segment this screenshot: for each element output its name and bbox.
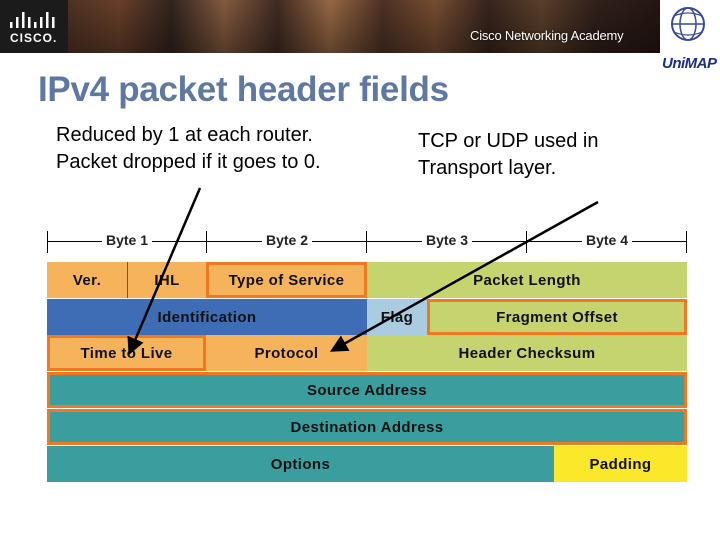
byte-2-label: Byte 2: [261, 232, 313, 248]
ruler-tick: [206, 231, 207, 253]
byte-1-label: Byte 1: [101, 232, 153, 248]
field-type-of-service: Type of Service: [206, 262, 367, 298]
ruler-tick: [686, 231, 687, 253]
byte-3-label: Byte 3: [421, 232, 473, 248]
ttl-note: Reduced by 1 at each router. Packet drop…: [56, 124, 321, 173]
header-row-2: Identification Flag Fragment Offset: [47, 299, 687, 335]
field-version: Ver.: [47, 262, 127, 298]
header-row-5: Destination Address: [47, 409, 687, 445]
cell-separator: [127, 262, 128, 298]
header-row-1: Ver. IHL Type of Service Packet Length: [47, 262, 687, 298]
header-row-6: Options Padding: [47, 446, 687, 482]
cisco-bars-icon: [10, 12, 55, 28]
unimap-logo: [660, 0, 720, 75]
unimap-wordmark: UniMAP: [662, 55, 717, 72]
field-time-to-live: Time to Live: [47, 335, 206, 371]
cisco-wordmark: CISCO.: [10, 31, 58, 45]
globe-icon: [671, 7, 705, 41]
academy-label: Cisco Networking Academy: [470, 28, 624, 43]
header-banner: CISCO. Cisco Networking Academy: [0, 0, 660, 53]
banner-photo-strip: [0, 0, 660, 53]
field-ihl: IHL: [128, 262, 206, 298]
field-protocol: Protocol: [206, 335, 367, 371]
byte-ruler: Byte 1 Byte 2 Byte 3 Byte 4: [47, 229, 687, 253]
field-destination-address: Destination Address: [47, 409, 687, 445]
header-row-3: Time to Live Protocol Header Checksum: [47, 335, 687, 371]
field-source-address: Source Address: [47, 372, 687, 408]
ruler-tick: [47, 231, 48, 253]
byte-4-label: Byte 4: [581, 232, 633, 248]
field-padding: Padding: [554, 446, 687, 482]
field-identification: Identification: [47, 299, 367, 335]
field-options: Options: [47, 446, 554, 482]
field-header-checksum: Header Checksum: [367, 335, 687, 371]
field-packet-length: Packet Length: [367, 262, 687, 298]
page-title: IPv4 packet header fields: [38, 70, 449, 109]
field-flag: Flag: [367, 299, 427, 335]
cisco-logo: CISCO.: [0, 0, 68, 53]
field-fragment-offset: Fragment Offset: [427, 299, 687, 335]
header-row-4: Source Address: [47, 372, 687, 408]
protocol-note: TCP or UDP used in Transport layer.: [418, 130, 599, 179]
